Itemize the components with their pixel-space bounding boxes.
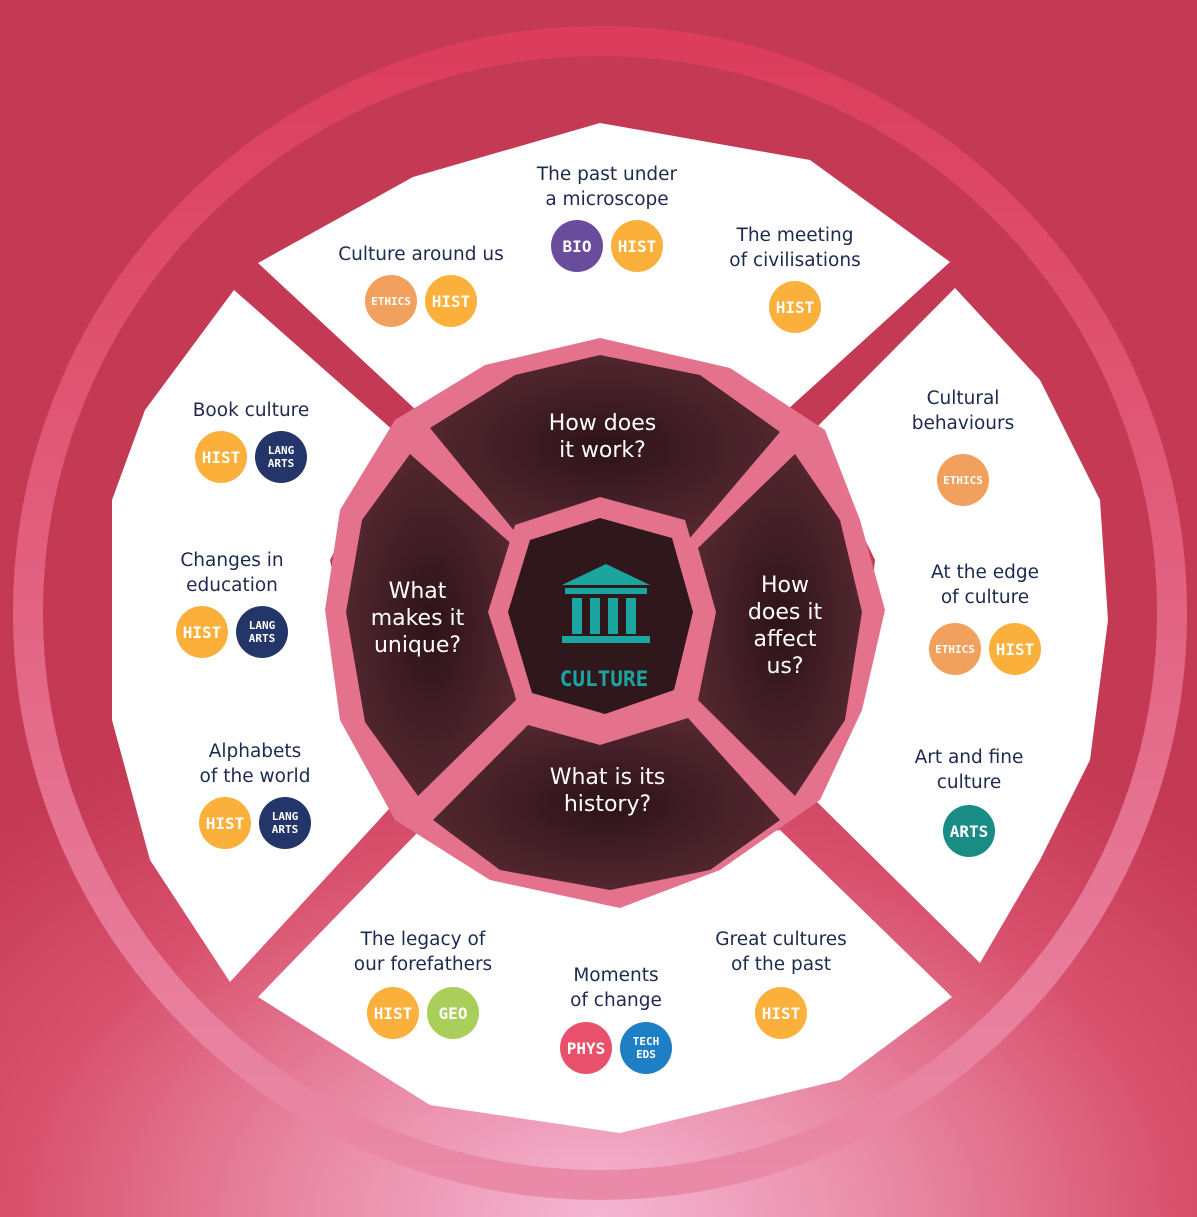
topic-culture-around-us: Culture around us ETHICS HIST (321, 242, 521, 327)
topic-title: Great cultures of the past (715, 929, 847, 975)
quadrant-top (430, 355, 780, 538)
question-how-does-it-affect-us: How does it affect us? (747, 573, 823, 679)
subject-badge-hist: HIST (425, 275, 477, 327)
topic-title: Art and fine culture (914, 747, 1024, 793)
topic-legacy-of-our-forefathers: The legacy of our forefathers HIST GEO (323, 927, 523, 1039)
subject-badge-hist: HIST (367, 987, 419, 1039)
center-label: CULTURE (559, 667, 649, 691)
subject-badge-arts: ARTS (943, 805, 995, 857)
subject-badge-hist: HIST (199, 797, 251, 849)
topic-meeting-of-civilisations: The meeting of civilisations HIST (695, 223, 895, 333)
subject-badges: HIST (695, 281, 895, 333)
topic-title: Moments of change (570, 965, 662, 1011)
subject-badge-hist: HIST (769, 281, 821, 333)
topic-title: The past under a microscope (536, 164, 678, 210)
question-quadrants (346, 355, 862, 890)
subject-badges: BIO HIST (507, 220, 707, 272)
topic-title: Culture around us (338, 244, 504, 265)
subject-badge-hist: HIST (195, 431, 247, 483)
subject-badges: HIST LANG ARTS (132, 606, 332, 658)
subject-badge-lang-arts: LANG ARTS (255, 431, 307, 483)
subject-badges: ARTS (869, 805, 1069, 857)
topic-alphabets-of-the-world: Alphabets of the world HIST LANG ARTS (155, 739, 355, 849)
topic-book-culture: Book culture HIST LANG ARTS (151, 398, 351, 483)
panel-top (258, 123, 950, 423)
topic-title: Cultural behaviours (911, 388, 1015, 434)
question-what-is-its-history: What is its history? (549, 765, 666, 817)
topic-great-cultures-of-the-past: Great cultures of the past HIST (681, 927, 881, 1039)
subject-badges: HIST GEO (323, 987, 523, 1039)
subject-badge-hist: HIST (611, 220, 663, 272)
subject-badges: PHYS TECH EDS (516, 1022, 716, 1074)
subject-badges: ETHICS (863, 454, 1063, 506)
subject-badges: ETHICS HIST (885, 623, 1085, 675)
topic-title: The meeting of civilisations (729, 225, 861, 271)
center-core-inner (508, 518, 693, 714)
subject-badges: HIST LANG ARTS (151, 431, 351, 483)
museum-icon (562, 564, 650, 643)
subject-badge-hist: HIST (989, 623, 1041, 675)
topic-at-the-edge-of-culture: At the edge of culture ETHICS HIST (885, 560, 1085, 675)
topic-changes-in-education: Changes in education HIST LANG ARTS (132, 548, 332, 658)
subject-badges: ETHICS HIST (321, 275, 521, 327)
subject-badge-hist: HIST (755, 987, 807, 1039)
topic-title: Alphabets of the world (199, 741, 311, 787)
subject-badge-hist: HIST (176, 606, 228, 658)
subject-badge-lang-arts: LANG ARTS (236, 606, 288, 658)
topic-moments-of-change: Moments of change PHYS TECH EDS (516, 963, 716, 1074)
subject-badges: HIST (681, 987, 881, 1039)
subject-badge-phys: PHYS (560, 1022, 612, 1074)
quadrant-left (346, 454, 516, 796)
subject-badge-tech-eds: TECH EDS (620, 1022, 672, 1074)
topic-title: At the edge of culture (931, 562, 1039, 608)
outer-ring (13, 26, 1187, 1200)
quadrant-bottom (433, 718, 780, 890)
question-what-makes-it-unique: What makes it unique? (370, 579, 465, 658)
subject-badge-ethics: ETHICS (937, 454, 989, 506)
panel-bottom (258, 830, 952, 1133)
topic-title: Book culture (192, 400, 310, 421)
subject-badge-geo: GEO (427, 987, 479, 1039)
topic-title: The legacy of our forefathers (353, 929, 493, 975)
question-how-does-it-work: How does it work? (548, 411, 657, 463)
subject-badges: HIST LANG ARTS (155, 797, 355, 849)
subject-badge-ethics: ETHICS (929, 623, 981, 675)
subject-badge-lang-arts: LANG ARTS (259, 797, 311, 849)
subject-badge-ethics: ETHICS (365, 275, 417, 327)
quadrant-right (698, 454, 862, 796)
topic-past-under-microscope: The past under a microscope BIO HIST (507, 162, 707, 272)
topic-title: Changes in education (180, 550, 284, 596)
topic-cultural-behaviours: Cultural behaviours ETHICS (863, 386, 1063, 506)
subject-badge-bio: BIO (551, 220, 603, 272)
topic-art-and-fine-culture: Art and fine culture ARTS (869, 745, 1069, 857)
